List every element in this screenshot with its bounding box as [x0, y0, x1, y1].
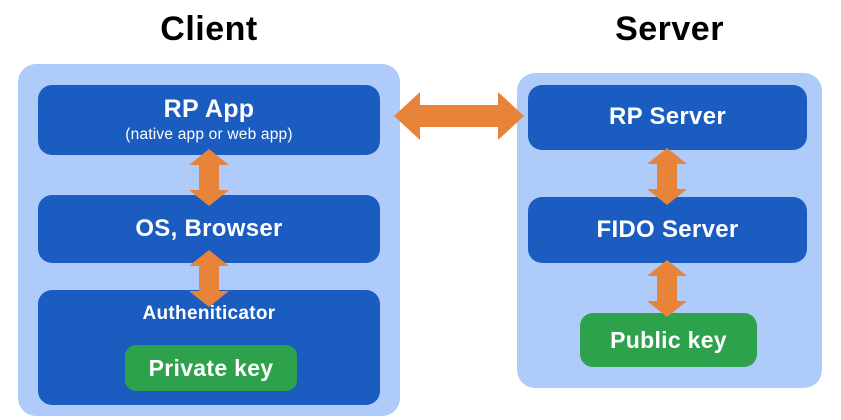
public-key-box: Public key	[580, 313, 757, 367]
os-browser-label: OS, Browser	[135, 214, 283, 242]
fido-server-label: FIDO Server	[596, 215, 739, 243]
client-server-arrow-icon	[394, 92, 524, 140]
rp-server-box: RP Server	[528, 85, 807, 150]
server-title: Server	[615, 10, 724, 48]
os-browser-authenticator-arrow-icon	[189, 250, 229, 307]
fido-server-box: FIDO Server	[528, 197, 807, 263]
rp-app-label: RP App	[163, 94, 255, 123]
rp-app-sublabel: (native app or web app)	[125, 126, 293, 144]
rp-app-box: RP App (native app or web app)	[38, 85, 380, 155]
private-key-label: Private key	[148, 354, 274, 381]
rp-app-os-browser-arrow-icon	[189, 149, 229, 206]
private-key-box: Private key	[125, 345, 297, 391]
rp-server-fido-server-arrow-icon	[647, 148, 687, 205]
public-key-label: Public key	[610, 326, 727, 353]
fido-server-public-key-arrow-icon	[647, 260, 687, 317]
rp-server-label: RP Server	[608, 103, 726, 131]
authenticator-box: Autheniticator	[38, 290, 380, 405]
client-title: Client	[160, 10, 258, 48]
authenticator-label: Autheniticator	[142, 303, 276, 324]
